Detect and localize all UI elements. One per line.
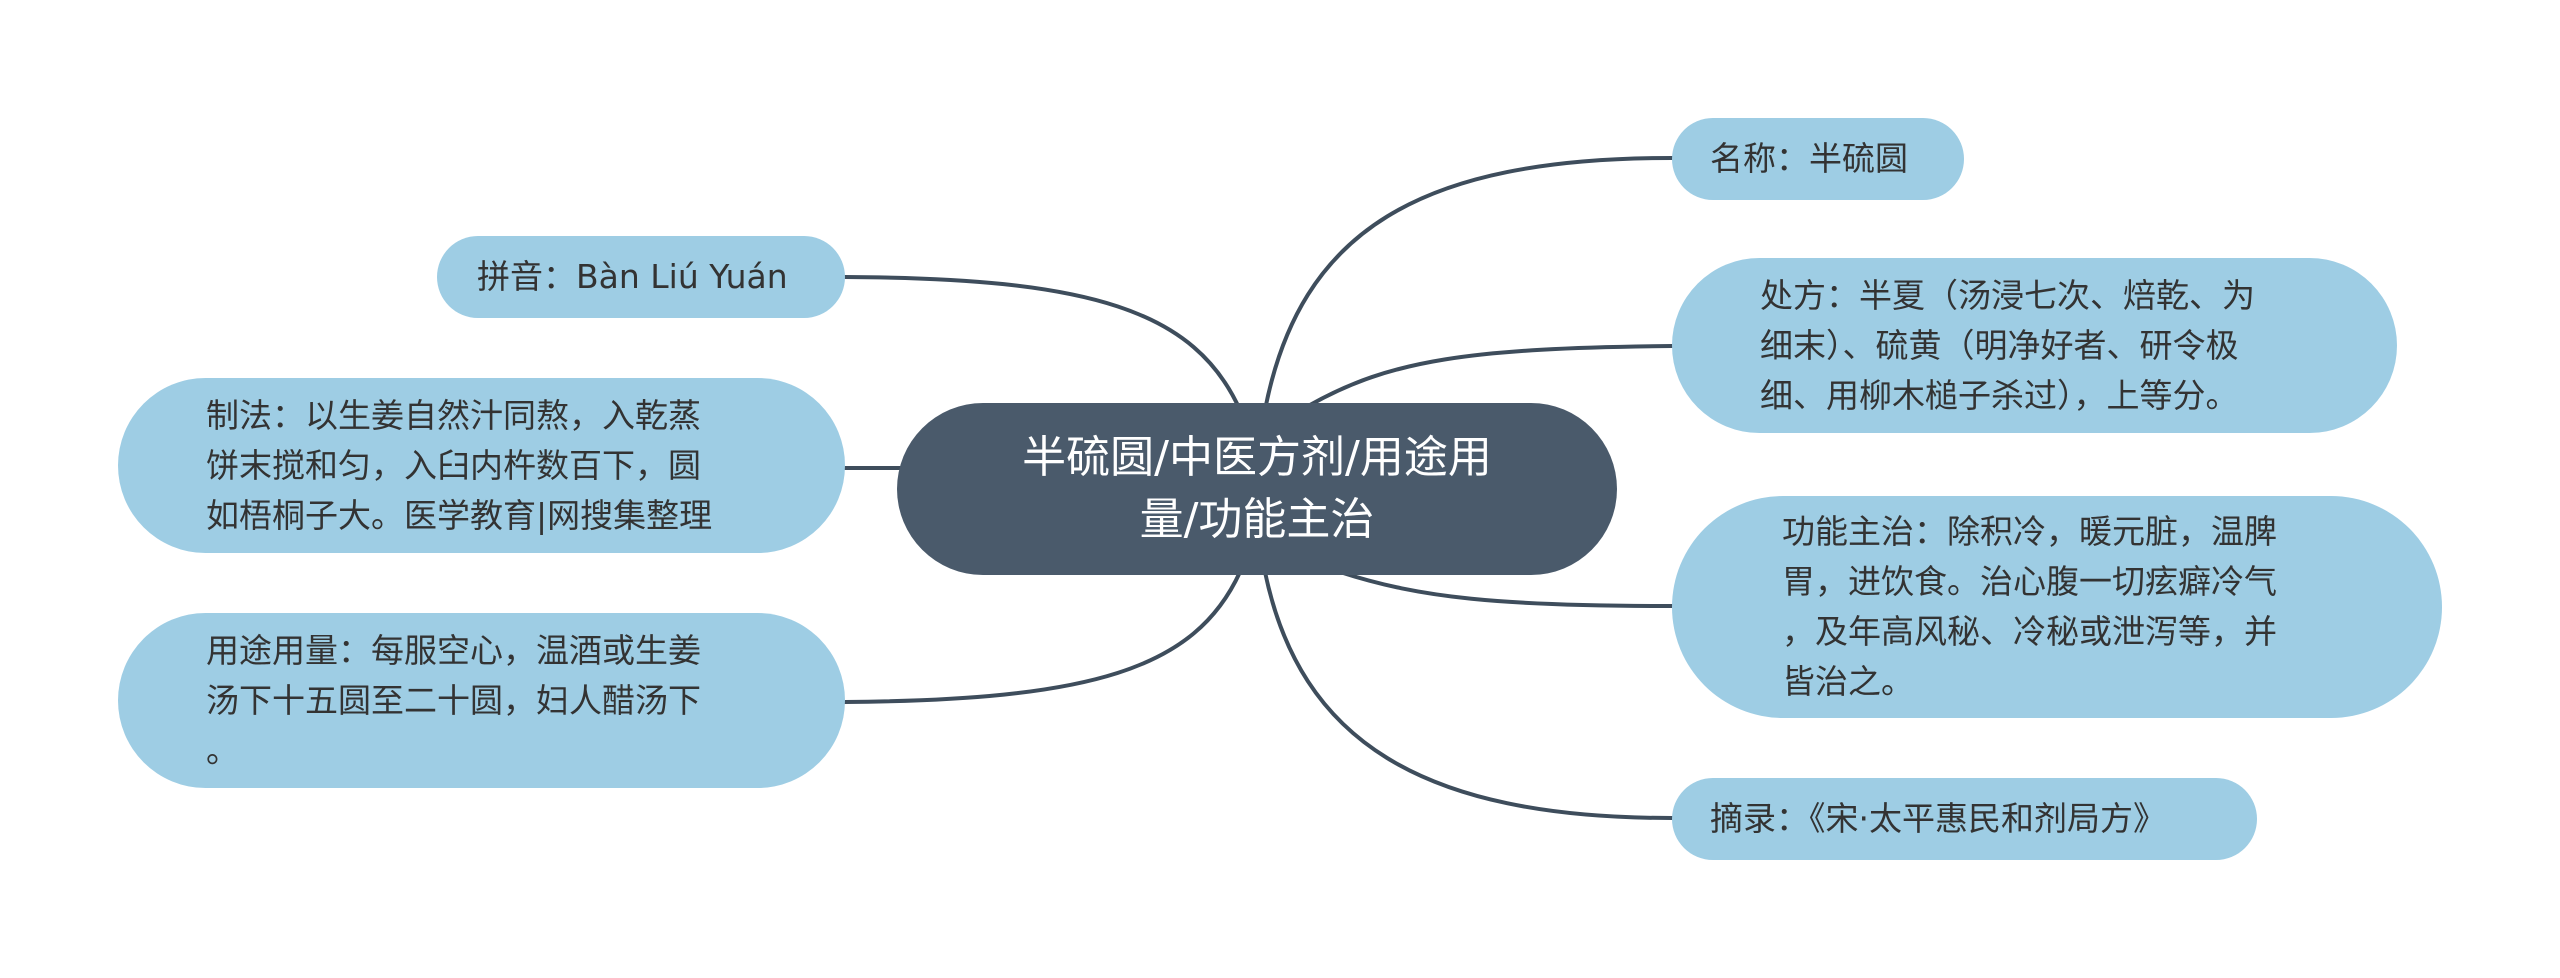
node-chufang[interactable]: 处方：半夏（汤浸七次、焙乾、为 细末）、硫黄（明净好者、研令极 细、用柳木槌子杀… [1672,258,2397,433]
root-topic-label: 半硫圆/中医方剂/用途用 量/功能主治 [1022,432,1492,545]
node-gongneng-label: 功能主治：除积冷，暖元脏，温脾 胃，进饮食。治心腹一切痃癖冷气 ，及年高风秘、冷… [1782,512,2277,701]
connector-pinyin [843,275,1242,412]
node-zhailu-label: 摘录：《宋·太平惠民和剂局方》 [1710,799,2166,838]
node-zhifa-label: 制法：以生姜自然汁同熬，入乾蒸 饼末搅和匀，入臼内杵数百下，圆 如梧桐子大。医学… [206,395,713,535]
node-pinyin[interactable]: 拼音：Bàn Liú Yuán [437,236,845,318]
node-zhailu[interactable]: 摘录：《宋·太平惠民和剂局方》 [1672,778,2257,860]
node-chufang-label: 处方：半夏（汤浸七次、焙乾、为 细末）、硫黄（明净好者、研令极 细、用柳木槌子杀… [1760,275,2255,415]
node-zhifa[interactable]: 制法：以生姜自然汁同熬，入乾蒸 饼末搅和匀，入臼内杵数百下，圆 如梧桐子大。医学… [118,378,845,553]
connector-yongtu [843,570,1242,704]
node-yongtu-label: 用途用量：每服空心，温酒或生姜 汤下十五圆至二十圆，妇人醋汤下 。 [206,630,701,770]
connector-zhailu [1263,570,1674,820]
node-gongneng[interactable]: 功能主治：除积冷，暖元脏，温脾 胃，进饮食。治心腹一切痃癖冷气 ，及年高风秘、冷… [1672,496,2442,718]
root-topic[interactable]: 半硫圆/中医方剂/用途用 量/功能主治 [897,403,1617,575]
connector-chufang [1308,344,1674,407]
node-mingcheng[interactable]: 名称：半硫圆 [1672,118,1964,200]
node-yongtu[interactable]: 用途用量：每服空心，温酒或生姜 汤下十五圆至二十圆，妇人醋汤下 。 [118,613,845,788]
connector-mingcheng [1263,156,1674,412]
node-pinyin-label: 拼音：Bàn Liú Yuán [477,257,788,296]
connector-gongneng [1338,570,1674,608]
node-mingcheng-label: 名称：半硫圆 [1710,139,1908,178]
